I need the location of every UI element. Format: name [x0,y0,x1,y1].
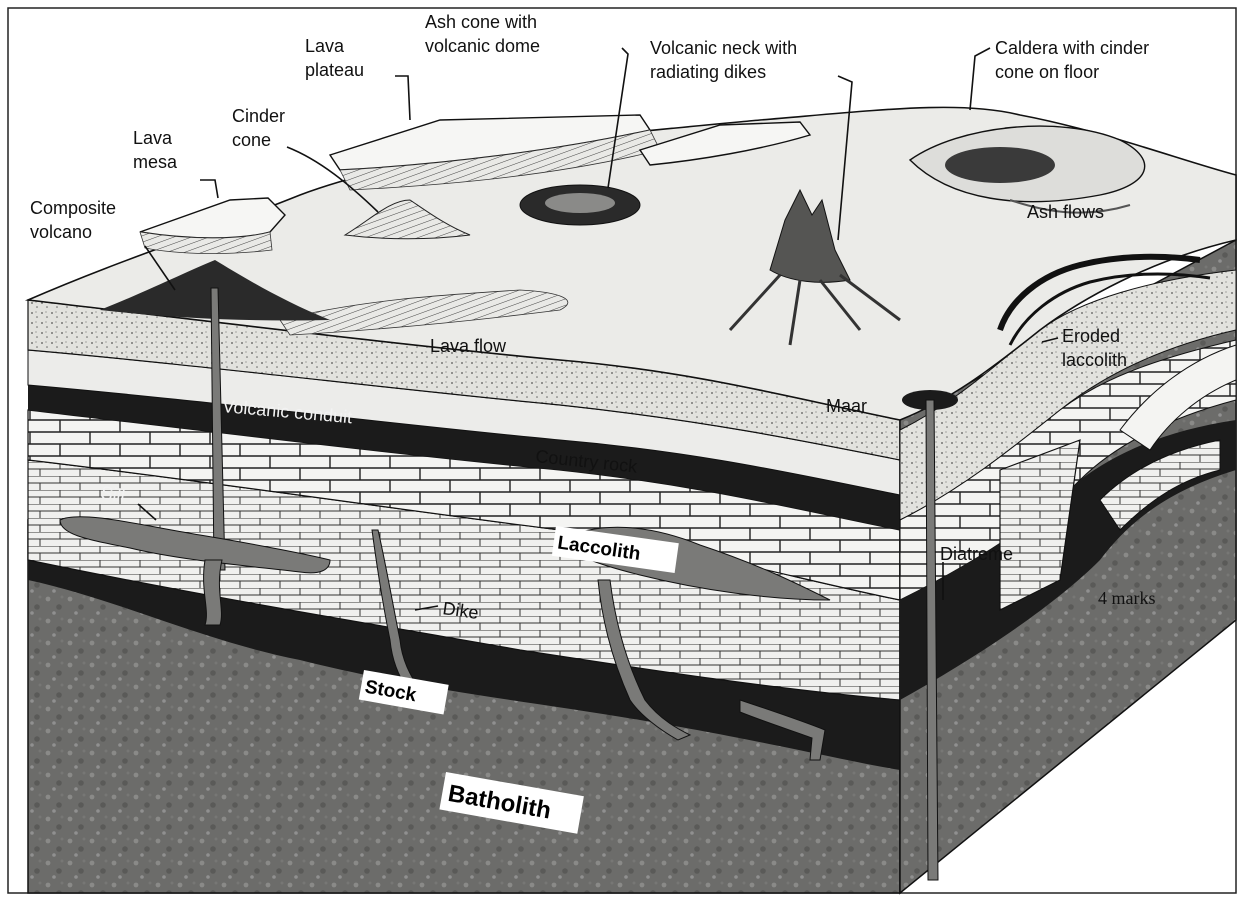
label-maar: Maar [826,396,867,416]
label-lava-mesa-1: Lava [133,128,173,148]
ash-cone-dome [545,193,615,213]
label-ash-cone-1: Ash cone with [425,12,537,32]
leader-caldera [970,48,990,110]
label-sill: Sill [99,482,126,506]
label-lava-flow: Lava flow [430,336,507,356]
label-ash-flows: Ash flows [1027,202,1104,222]
label-cinder-cone-1: Cinder [232,106,285,126]
label-lava-mesa-2: mesa [133,152,178,172]
label-composite-volcano-2: volcano [30,222,92,242]
label-eroded-laccolith-2: laccolith [1062,350,1127,370]
label-diatreme: Diatreme [940,544,1013,564]
label-cinder-cone-2: cone [232,130,271,150]
label-eroded-laccolith-1: Eroded [1062,326,1120,346]
leader-lava-plateau [395,76,410,120]
caldera-cinder-cone [945,147,1055,183]
label-lava-plateau-2: plateau [305,60,364,80]
label-volcanic-neck-1: Volcanic neck with [650,38,797,58]
sill-root [204,560,222,625]
label-volcanic-neck-2: radiating dikes [650,62,766,82]
label-composite-volcano-1: Composite [30,198,116,218]
label-caldera-2: cone on floor [995,62,1099,82]
label-ash-cone-2: volcanic dome [425,36,540,56]
label-lava-plateau-1: Lava [305,36,345,56]
leader-lava-mesa [200,180,218,198]
label-caldera-1: Caldera with cinder [995,38,1149,58]
label-marks-note: 4 marks [1098,588,1156,608]
lava-mesa-shape [140,198,285,238]
